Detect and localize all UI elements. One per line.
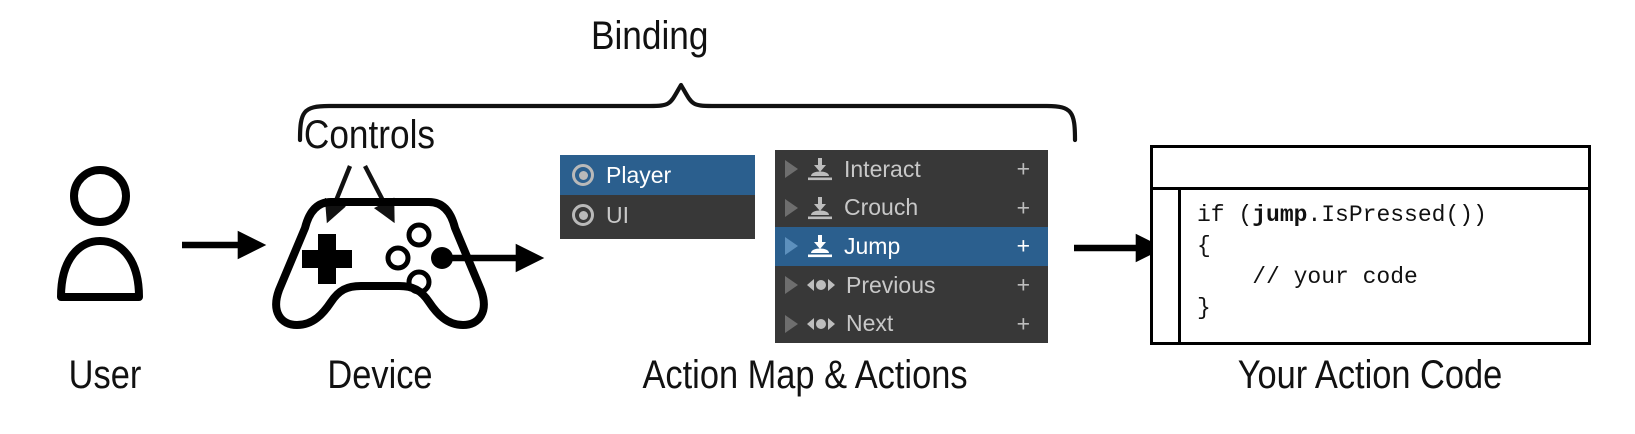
code-window[interactable]: if (jump.IsPressed()) { // your code } bbox=[1150, 145, 1591, 345]
add-binding-button[interactable]: + bbox=[1016, 194, 1030, 221]
add-binding-button[interactable]: + bbox=[1016, 271, 1030, 298]
controls-label: Controls bbox=[303, 113, 436, 157]
action-map-label: UI bbox=[606, 201, 629, 228]
chevron-right-icon[interactable] bbox=[785, 237, 798, 256]
gamepad-icon bbox=[272, 198, 488, 329]
caption-your-action-code: Your Action Code bbox=[1237, 353, 1503, 397]
code-window-body: if (jump.IsPressed()) { // your code } bbox=[1153, 190, 1588, 342]
chevron-right-icon[interactable] bbox=[785, 198, 798, 217]
action-row-previous[interactable]: Previous + bbox=[775, 265, 1048, 305]
add-binding-button[interactable]: + bbox=[1016, 155, 1030, 182]
action-label: Previous bbox=[846, 271, 936, 298]
add-binding-button[interactable]: + bbox=[1016, 310, 1030, 337]
code-window-titlebar bbox=[1153, 148, 1588, 190]
caption-user: User bbox=[68, 353, 142, 397]
action-label: Crouch bbox=[844, 194, 919, 221]
button-action-icon bbox=[806, 157, 834, 181]
chevron-right-icon[interactable] bbox=[785, 276, 798, 295]
arrow-actions-to-code bbox=[1074, 233, 1165, 263]
chevron-right-icon[interactable] bbox=[785, 314, 798, 333]
chevron-right-icon[interactable] bbox=[785, 160, 798, 179]
binding-brace bbox=[297, 82, 1078, 143]
binding-label: Binding bbox=[591, 14, 709, 58]
action-map-panel[interactable]: Player UI bbox=[560, 155, 755, 239]
arrow-device-to-actions bbox=[440, 243, 545, 273]
action-label: Next bbox=[846, 310, 894, 337]
action-row-crouch[interactable]: Crouch + bbox=[775, 188, 1048, 228]
user-icon bbox=[57, 166, 143, 301]
caption-action-map-actions: Action Map & Actions bbox=[642, 353, 968, 397]
target-icon bbox=[572, 204, 594, 226]
controls-arrows bbox=[324, 164, 395, 224]
action-map-label: Player bbox=[606, 161, 672, 188]
actions-panel[interactable]: Interact + Crouch + bbox=[775, 150, 1048, 343]
add-binding-button[interactable]: + bbox=[1016, 232, 1030, 259]
axis-action-icon bbox=[806, 276, 836, 294]
action-label: Interact bbox=[844, 155, 921, 182]
caption-device: Device bbox=[327, 353, 433, 397]
button-action-icon bbox=[806, 196, 834, 220]
action-label: Jump bbox=[844, 232, 901, 259]
axis-action-icon bbox=[806, 315, 836, 333]
action-row-jump[interactable]: Jump + bbox=[775, 227, 1048, 266]
button-action-icon bbox=[806, 234, 834, 258]
arrow-user-to-device bbox=[182, 230, 267, 260]
action-row-interact[interactable]: Interact + bbox=[775, 150, 1048, 189]
action-map-row-ui[interactable]: UI bbox=[560, 195, 755, 235]
action-row-next[interactable]: Next + bbox=[775, 304, 1048, 343]
action-map-row-player[interactable]: Player bbox=[560, 155, 755, 195]
code-gutter bbox=[1153, 190, 1181, 342]
target-icon bbox=[572, 164, 594, 186]
code-snippet: if (jump.IsPressed()) { // your code } bbox=[1197, 202, 1487, 321]
